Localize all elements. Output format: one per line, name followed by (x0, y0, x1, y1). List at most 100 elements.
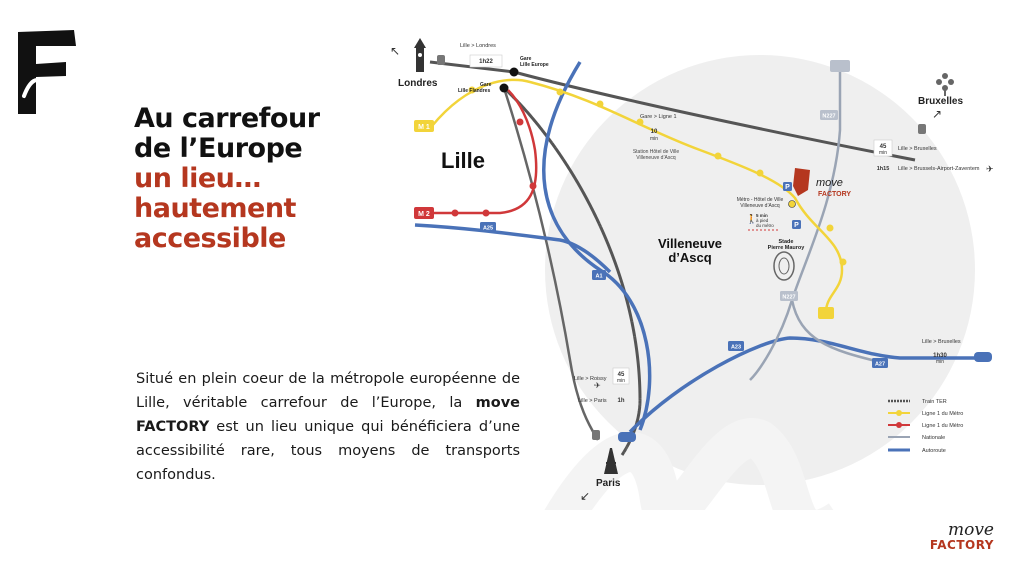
walk-line3: du métro (756, 223, 774, 228)
metro-1-stop (556, 88, 564, 96)
metro-1-badge (414, 120, 434, 132)
legend-nationale: Nationale (922, 435, 945, 441)
metro-1-stop (714, 152, 722, 160)
info-bx-road-time-1: 1h30 (933, 353, 947, 359)
city-bruxelles: Bruxelles (918, 96, 963, 107)
metro-1-stop (468, 86, 476, 94)
road-a23: A23 (731, 345, 741, 351)
road-sign-n227-mid (820, 110, 838, 120)
legend-ligne1: Ligne 1 du Métro (922, 411, 963, 417)
parking-icon (792, 220, 801, 229)
city-villeneuve-line2: d’Ascq (668, 250, 711, 265)
metro-2-stop (529, 182, 537, 190)
walk-icon: 🚶 (746, 213, 757, 224)
headline-line-5: accessible (134, 223, 286, 254)
description-part-1: Situé en plein coeur de la métropole eur… (136, 371, 520, 411)
description-part-2: est un lieu unique qui bénéficiera d’une… (136, 419, 520, 483)
metro-1-stop (596, 100, 604, 108)
highway-a25 (414, 223, 612, 274)
metro-1-badge-south (818, 307, 834, 319)
info-londres-route: Lille > Londres (460, 43, 496, 49)
metro-hdv-line2: Villeneuve d’Ascq (740, 203, 780, 209)
roissy-time-box (612, 367, 630, 385)
gare-lille-flandres-node (499, 83, 509, 93)
brand-f-logo (18, 30, 78, 114)
metro-1-stop (839, 258, 847, 266)
road-sign-a27 (872, 358, 888, 368)
city-lille: Lille (441, 148, 485, 173)
road-n227-top: N227 (822, 114, 835, 120)
description-paragraph: Situé en plein coeur de la métropole eur… (136, 367, 520, 487)
gare-lille-flandres-line1: Gare (480, 82, 492, 88)
road-a27: A27 (875, 362, 885, 368)
map-brand-move: move (816, 177, 843, 189)
train-line-roissy (502, 87, 600, 441)
road-a1: A1 (595, 274, 602, 280)
transport-map: M 1 M 2 ↖ Londres Lille > Londres 1h22 G… (390, 38, 994, 510)
brand-logo: move FACTORY (929, 520, 994, 553)
parking-icon (783, 182, 792, 191)
national-road-branch (790, 299, 881, 364)
metro-2-stop (482, 209, 490, 217)
arrow-nw-icon: ↖ (390, 44, 400, 58)
legend-ligne2-dot (896, 422, 902, 428)
station-hdv-line1: Station Hôtel de Ville (633, 149, 680, 155)
metro-line-2 (432, 89, 538, 215)
atomium-icon (936, 73, 954, 96)
gare-lille-europe-line2: Lille Europe (520, 62, 549, 68)
metro-2-badge-label: M 2 (418, 211, 430, 218)
move-factory-site (793, 168, 810, 196)
gare-lille-flandres-line2: Lille Flandres (458, 88, 490, 94)
stadium-icon-inner (778, 257, 790, 275)
map-legend: Train TER Ligne 1 du Métro Ligne 1 du Mé… (888, 399, 963, 454)
description-brand: move FACTORY (136, 395, 520, 435)
road-sign-a1 (592, 270, 606, 280)
walk-line1: 5 min (756, 213, 768, 218)
brand-factory: FACTORY (929, 538, 994, 552)
londres-time-box (469, 54, 503, 68)
info-bx-road-time-2: min (936, 359, 944, 365)
city-villeneuve-line1: Villeneuve (658, 236, 722, 251)
metro-hdv-line1: Métro - Hôtel de Ville (737, 197, 784, 203)
brand-move: move (947, 520, 994, 540)
bx-time-box (873, 139, 893, 157)
info-gare-ligne1: Gare > Ligne 1 (640, 114, 677, 120)
train-icon (437, 55, 445, 65)
legend-ligne2: Ligne 1 du Métro (922, 423, 963, 429)
legend-ligne1-dot (896, 410, 902, 416)
info-bx-time-2: min (879, 150, 887, 156)
info-roissy-time-2: min (617, 378, 625, 384)
car-icon (974, 352, 992, 362)
metro-1-stop (636, 118, 644, 126)
stade-line2: Pierre Mauroy (768, 245, 806, 251)
road-n227-bottom: N227 (782, 295, 795, 301)
road-sign-a23 (728, 341, 744, 351)
info-metro-time-2: min (650, 136, 658, 142)
arrow-ne-icon: ↗ (932, 107, 942, 121)
city-paris: Paris (596, 478, 621, 489)
big-ben-icon (414, 38, 426, 72)
road-a25: A25 (483, 226, 493, 232)
highway-a1-curve (542, 61, 652, 431)
headline-line-2: de l’Europe (134, 133, 303, 164)
info-bx-road-route: Lille > Bruxelles (922, 339, 961, 345)
headline-line-3: un lieu… (134, 163, 261, 194)
info-paris-time: 1h (617, 398, 624, 404)
plane-icon: ✈ (594, 381, 601, 390)
metro-line-1-stops (468, 86, 847, 266)
gare-lille-europe-line1: Gare (520, 56, 532, 62)
station-hdv-line2: Villeneuve d’Ascq (636, 155, 676, 161)
headline-line-4: hautement (134, 193, 296, 224)
watermark-swoosh (544, 418, 835, 510)
villeneuve-area-circle (545, 55, 975, 485)
info-roissy-time-1: 45 (618, 372, 625, 378)
road-sign-a25 (480, 222, 496, 232)
city-londres: Londres (398, 78, 438, 89)
info-paris-route: Lille > Paris (578, 398, 607, 404)
map-brand-factory: FACTORY (818, 191, 851, 198)
metro-1-badge-label: M 1 (418, 124, 430, 131)
info-metro-time-1: 10 (651, 129, 658, 135)
gare-lille-europe-node (509, 67, 519, 77)
headline: Au carrefour de l’Europe un lieu… hautem… (134, 104, 320, 254)
metro-1-stop (826, 224, 834, 232)
